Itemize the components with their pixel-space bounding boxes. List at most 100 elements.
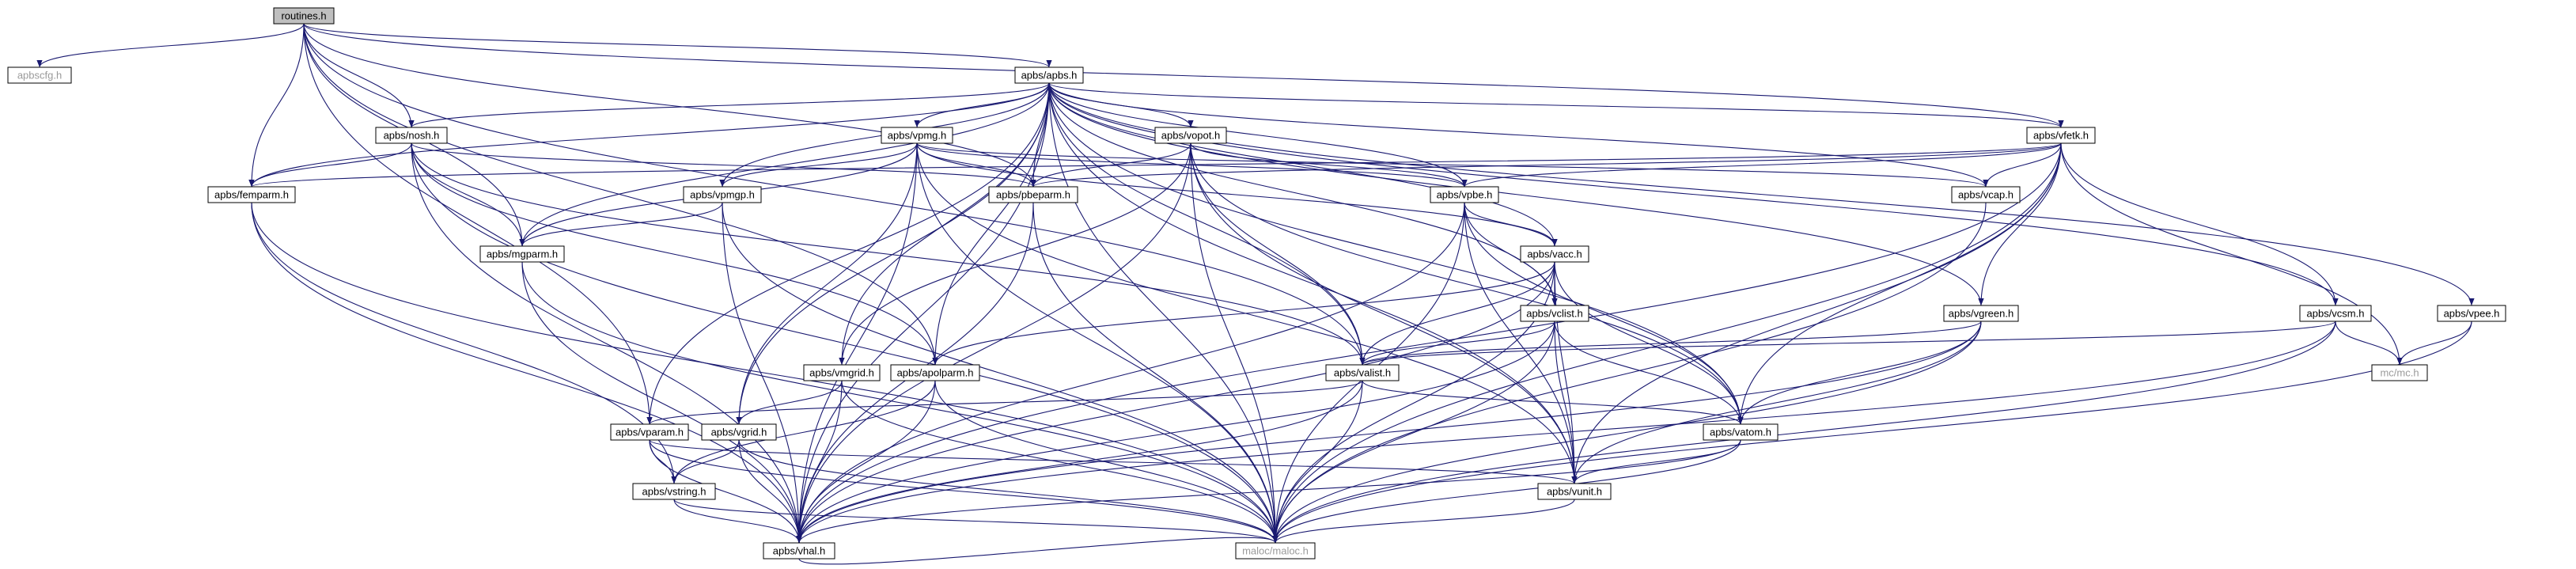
node-vgreen[interactable]: apbs/vgreen.h [1943,305,2019,322]
edge-vpmgp-to-vhal [722,202,802,544]
node-vmgrid[interactable]: apbs/vmgrid.h [803,364,881,381]
node-box-vpmgp [683,186,762,203]
node-vstring[interactable]: apbs/vstring.h [632,483,716,500]
node-box-vatom [1703,423,1779,441]
node-apbs[interactable]: apbs/apbs.h [1014,66,1084,84]
edge-vgreen-to-vatom [1737,321,1982,425]
node-label-vcap: apbs/vcap.h [1958,189,2013,201]
edge-apbs-to-vhal [796,82,1050,544]
node-vpbe[interactable]: apbs/vpbe.h [1430,186,1499,203]
node-vclist[interactable]: apbs/vclist.h [1520,305,1589,322]
node-pbeparm[interactable]: apbs/pbeparm.h [988,186,1078,203]
edge-apolparm-to-vstring [671,380,936,484]
edge-apbs-to-nosh [408,82,1050,128]
edge-valist-to-maloc [1272,380,1363,544]
node-label-nosh: apbs/nosh.h [384,130,440,142]
node-label-apbscfg: apbscfg.h [17,70,62,82]
edge-vcsm-to-vhal [796,321,2336,544]
edge-apbs-to-vcap [1048,82,1989,188]
node-mgparm[interactable]: apbs/mgparm.h [479,245,565,263]
node-label-apbs: apbs/apbs.h [1021,70,1078,82]
node-vhal[interactable]: apbs/vhal.h [763,542,835,560]
edge-vopot-to-vmgrid [839,142,1191,366]
node-box-vclist [1520,305,1589,322]
node-label-valist: apbs/valist.h [1334,367,1391,379]
node-box-vpbe [1430,186,1499,203]
node-box-nosh [375,127,448,144]
edge-valist-to-vatom [1362,380,1744,425]
node-valist[interactable]: apbs/valist.h [1325,364,1400,381]
edge-nosh-to-vhal [411,142,802,544]
edge-mgparm-to-vhal [521,261,802,544]
node-femparm[interactable]: apbs/femparm.h [207,186,296,203]
node-nosh[interactable]: apbs/nosh.h [375,127,448,144]
node-label-pbeparm: apbs/pbeparm.h [996,189,1070,201]
node-vpmg[interactable]: apbs/vpmg.h [881,127,953,144]
edge-vparam-to-vhal [649,439,802,544]
edge-vatom-to-vunit [1571,439,1741,484]
node-label-vpmgp: apbs/vpmgp.h [690,189,755,201]
edge-vopot-to-vatom [1190,142,1744,425]
node-label-vcsm: apbs/vcsm.h [2307,308,2365,320]
node-mcmc[interactable]: mc/mc.h [2371,364,2428,381]
edge-routines-to-femparm [248,23,305,188]
node-apbscfg[interactable]: apbscfg.h [7,66,72,84]
edge-mgparm-to-maloc [521,261,1279,544]
edge-apbs-to-vcsm [1048,82,2339,306]
node-box-apbs [1014,66,1084,84]
node-vcsm[interactable]: apbs/vcsm.h [2299,305,2372,322]
node-routines[interactable]: routines.h [273,7,335,25]
node-box-pbeparm [988,186,1078,203]
edge-vatom-to-vhal [796,439,1741,544]
node-vfetk[interactable]: apbs/vfetk.h [2026,127,2096,144]
edge-femparm-to-maloc [251,202,1279,544]
edge-routines-to-apbs [303,23,1052,68]
edge-routines-to-apbscfg [36,23,305,68]
node-label-vfetk: apbs/vfetk.h [2033,130,2089,142]
edge-routines-to-vparam [303,23,653,425]
edge-routines-to-nosh [303,23,415,128]
edge-vacc-to-vatom [1554,261,1744,425]
node-vopot[interactable]: apbs/vopot.h [1154,127,1227,144]
node-vpmgp[interactable]: apbs/vpmgp.h [683,186,762,203]
edge-vgreen-to-vunit [1571,321,1982,484]
node-vacc[interactable]: apbs/vacc.h [1520,245,1589,263]
edge-vfetk-to-vatom [1737,142,2062,425]
edge-pbeparm-to-maloc [1032,202,1279,544]
edge-nosh-to-apolparm [411,142,938,366]
node-label-mgparm: apbs/mgparm.h [487,248,558,260]
edge-vacc-to-vunit [1554,261,1578,484]
node-label-vclist: apbs/vclist.h [1526,308,1583,320]
node-box-vgrid [701,423,777,441]
node-label-vgreen: apbs/vgreen.h [1949,308,2013,320]
node-box-vcsm [2299,305,2372,322]
edge-vstring-to-maloc [673,499,1279,544]
edge-vfetk-to-pbeparm [1030,142,2062,188]
edge-vpbe-to-vhal [796,202,1465,544]
node-vgrid[interactable]: apbs/vgrid.h [701,423,777,441]
edge-nosh-to-pbeparm [411,142,1036,188]
node-maloc[interactable]: maloc/maloc.h [1235,542,1316,560]
edge-vclist-to-valist [1359,321,1555,366]
node-vunit[interactable]: apbs/vunit.h [1537,483,1612,500]
edge-vacc-to-vhal [796,261,1555,544]
node-box-valist [1325,364,1400,381]
node-vparam[interactable]: apbs/vparam.h [610,423,689,441]
edge-apbs-to-vgrid [736,82,1050,425]
edge-nosh-to-valist [411,142,1366,366]
node-vatom[interactable]: apbs/vatom.h [1703,423,1779,441]
node-vcap[interactable]: apbs/vcap.h [1951,186,2021,203]
edge-routines-to-vfetk [303,23,2064,128]
node-vpee[interactable]: apbs/vpee.h [2437,305,2506,322]
edge-routines-to-valist [303,23,1366,366]
edge-vopot-to-vunit [1190,142,1578,484]
edge-vpmg-to-vhal [796,142,918,544]
edge-nosh-to-femparm [248,142,412,188]
node-label-routines: routines.h [281,10,326,22]
edge-vpbe-to-vacc [1464,202,1558,247]
node-box-maloc [1235,542,1316,560]
node-box-routines [273,7,335,25]
node-apolparm[interactable]: apbs/apolparm.h [890,364,980,381]
edge-valist-to-vhal [796,380,1363,544]
